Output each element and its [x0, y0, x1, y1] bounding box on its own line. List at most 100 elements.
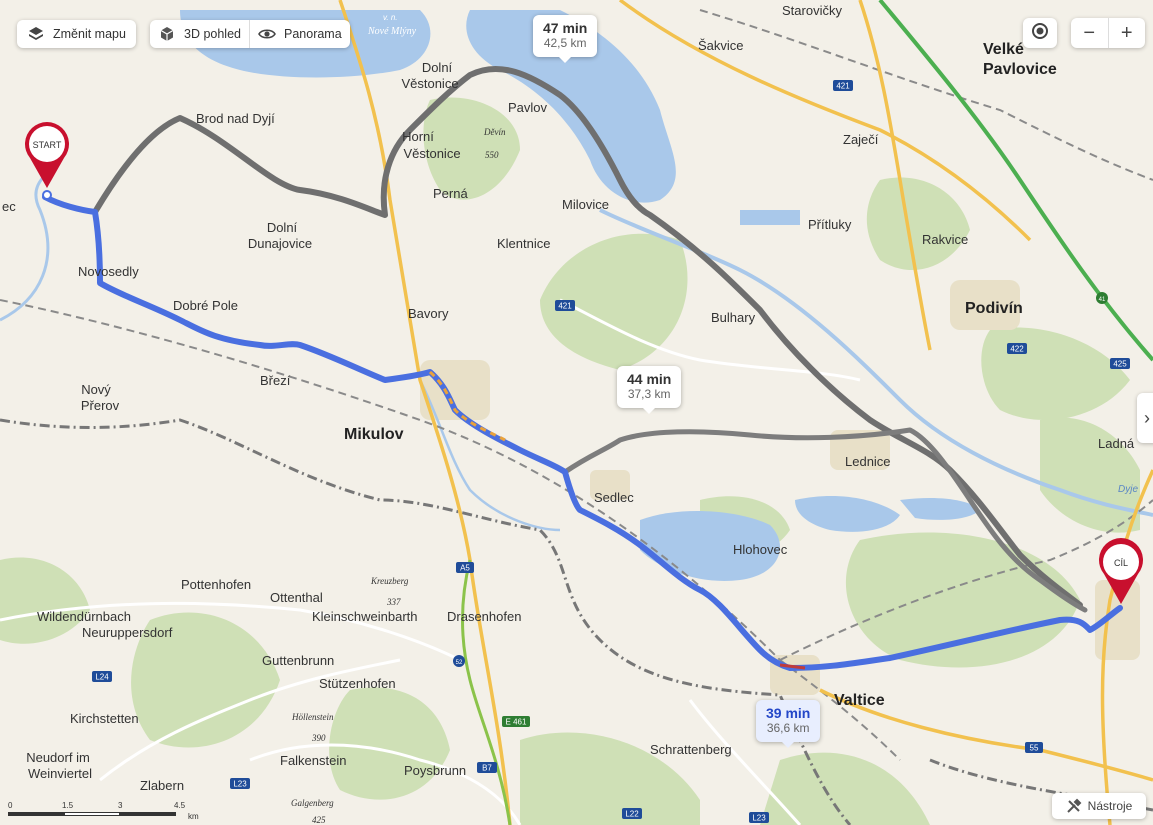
label-podivin: Podivín	[965, 300, 1023, 317]
zoom-in-button[interactable]: +	[1107, 18, 1146, 48]
label-horni-vestonice-1: Horní	[402, 129, 434, 144]
chevron-right-icon: ›	[1144, 407, 1150, 428]
road-shield: L23	[749, 812, 769, 823]
label-neudorf-1: Neudorf im	[26, 750, 90, 765]
label-milovice: Milovice	[562, 197, 609, 212]
road-shields: 421 421 422 425 A5 52 E 461 B7 L24 L23 L…	[92, 80, 1130, 823]
route-distance: 42,5 km	[543, 36, 587, 50]
label-sedlec: Sedlec	[594, 490, 634, 505]
traffic-segment	[779, 663, 806, 670]
route-option-2[interactable]: 44 min 37,3 km	[617, 366, 682, 414]
label-poysbrunn: Poysbrunn	[404, 763, 466, 778]
label-falkenstein: Falkenstein	[280, 753, 346, 768]
label-dolni-dunajovice-1: Dolní	[267, 220, 298, 235]
road-shield: L23	[230, 778, 250, 789]
label-kreuzberg: Kreuzberg	[370, 576, 409, 586]
river	[418, 379, 561, 532]
tools-label: Nástroje	[1087, 799, 1133, 813]
change-map-button[interactable]: Změnit mapu	[17, 20, 136, 48]
active-route[interactable]	[42, 194, 1123, 671]
road-shield: 422	[1007, 343, 1027, 354]
road-shield: B7	[477, 762, 497, 773]
svg-text:L24: L24	[95, 673, 109, 682]
svg-text:A5: A5	[460, 564, 470, 573]
label-pavlovice: Pavlovice	[983, 61, 1057, 78]
label-galgenberg-height: 425	[312, 815, 326, 825]
label-mikulov: Mikulov	[344, 426, 404, 443]
locate-icon	[1031, 22, 1049, 45]
start-marker[interactable]: START	[25, 122, 70, 200]
svg-text:L23: L23	[233, 780, 247, 789]
label-bulhary: Bulhary	[711, 310, 756, 325]
label-zajeci: Zaječí	[843, 132, 879, 147]
label-neudorf-2: Weinviertel	[28, 766, 92, 781]
label-klentnice: Klentnice	[497, 236, 550, 251]
svg-text:425: 425	[1113, 360, 1127, 369]
eye-icon	[258, 25, 276, 43]
label-dolni-vestonice-1: Dolní	[422, 60, 453, 75]
alt-routes	[92, 65, 1088, 613]
svg-text:55: 55	[1030, 744, 1039, 753]
view-toggle-group: 3D pohled Panorama	[150, 20, 350, 48]
label-stutzenhofen: Stützenhofen	[319, 676, 396, 691]
label-brod: Brod nad Dyjí	[196, 111, 275, 126]
road-shield: 41	[1096, 292, 1108, 304]
label-starovicky: Starovičky	[782, 3, 842, 18]
svg-text:41: 41	[1099, 297, 1106, 303]
3d-view-button[interactable]: 3D pohled	[150, 20, 249, 48]
label-novy-prerov-2: Přerov	[81, 398, 120, 413]
side-panel-toggle[interactable]: ›	[1137, 393, 1153, 443]
label-wildendurnbach: Wildendürnbach	[37, 609, 131, 624]
tools-button[interactable]: Nástroje	[1052, 793, 1146, 819]
road-a5	[461, 559, 512, 825]
label-perna: Perná	[433, 186, 468, 201]
change-map-label: Změnit mapu	[53, 27, 126, 41]
scale-tick: 0	[8, 801, 13, 810]
svg-text:L23: L23	[752, 814, 766, 823]
road-shield: L24	[92, 671, 112, 682]
scale-bar: 0 1.5 3 4.5 km	[8, 795, 199, 821]
label-nove-mlyny: Nové Mlýny	[367, 26, 417, 37]
road-shield: L22	[622, 808, 642, 819]
scale-tick: 4.5	[174, 801, 186, 810]
label-schrattenberg: Schrattenberg	[650, 742, 732, 757]
label-hlohovec: Hlohovec	[733, 542, 788, 557]
label-lednice: Lednice	[845, 454, 891, 469]
road-shield: 421	[833, 80, 853, 91]
road-shield: E 461	[502, 716, 530, 727]
label-devin-height: 550	[485, 150, 499, 160]
label-valtice: Valtice	[834, 692, 885, 709]
main-roads	[338, 0, 1153, 825]
label-drasenhofen: Drasenhofen	[447, 609, 521, 624]
route-option-3[interactable]: 39 min 36,6 km	[756, 700, 821, 748]
river-west	[0, 168, 52, 322]
start-marker-label: START	[33, 140, 62, 150]
zoom-out-button[interactable]: −	[1083, 21, 1096, 44]
route-distance: 37,3 km	[627, 387, 671, 401]
tools-icon	[1066, 798, 1082, 814]
svg-text:422: 422	[1010, 345, 1024, 354]
road-shield: 52	[453, 655, 465, 667]
scale-unit: km	[188, 812, 199, 821]
layers-icon	[27, 25, 45, 43]
scale-tick: 3	[118, 801, 123, 810]
traffic-segment	[429, 370, 506, 442]
road-shield: 421	[555, 300, 575, 311]
label-velke: Velké	[983, 41, 1024, 58]
label-vn: v. n.	[383, 13, 398, 22]
label-novy-prerov-1: Nový	[81, 382, 111, 397]
end-marker[interactable]: CÍL	[1099, 538, 1144, 604]
panorama-button[interactable]: Panorama	[249, 20, 350, 48]
label-kreuzberg-height: 337	[386, 597, 401, 607]
label-ottenthal: Ottenthal	[270, 590, 323, 605]
label-novosedly: Novosedly	[78, 264, 139, 279]
label-guttenbrunn: Guttenbrunn	[262, 653, 334, 668]
route-option-1[interactable]: 47 min 42,5 km	[533, 15, 598, 63]
zoom-control: − +	[1071, 18, 1145, 48]
label-horni-vestonice-2: Věstonice	[403, 146, 460, 161]
label-neuruppersdorf: Neuruppersdorf	[82, 625, 173, 640]
label-brezi: Březí	[260, 373, 291, 388]
locate-button[interactable]	[1023, 18, 1057, 48]
label-bavory: Bavory	[408, 306, 449, 321]
